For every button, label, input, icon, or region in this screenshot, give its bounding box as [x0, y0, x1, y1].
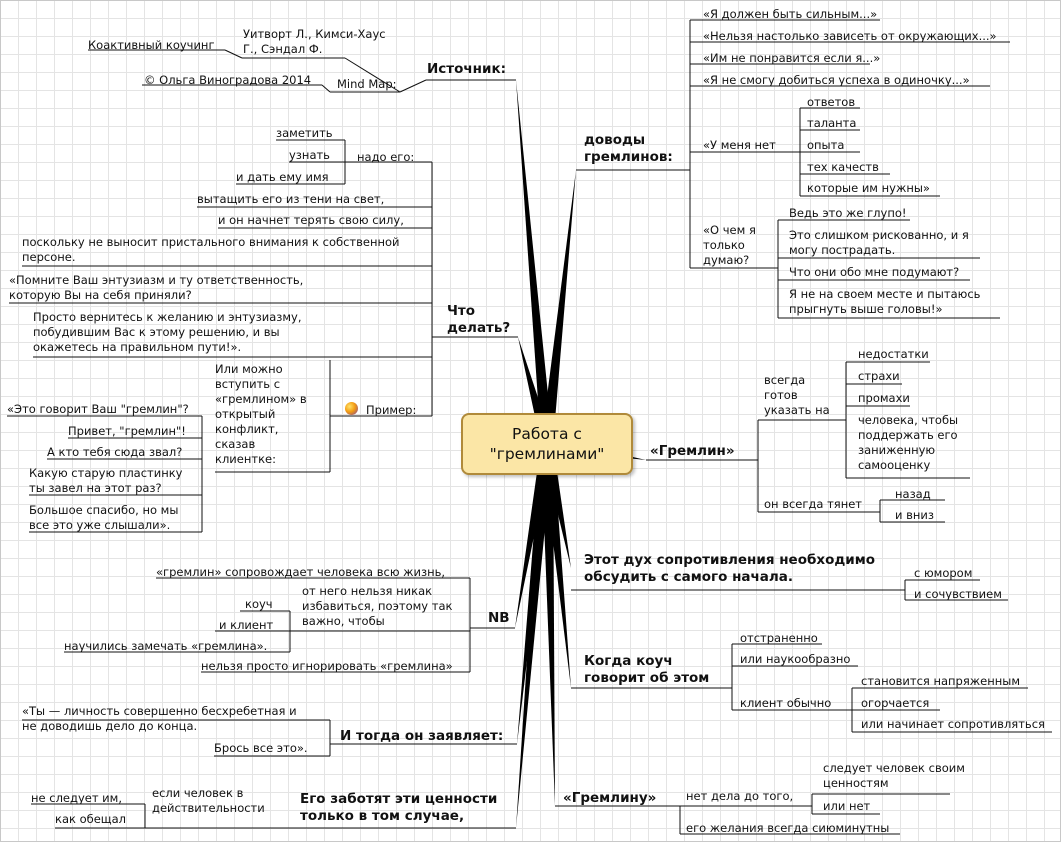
connector	[224, 49, 243, 59]
lack-item[interactable]: которые им нужны»	[807, 181, 930, 195]
arguments-title[interactable]: доводы гремлинов:	[584, 132, 673, 165]
think-item[interactable]: Ведь это же глупо!	[789, 206, 907, 220]
ready-item[interactable]: недостатки	[858, 347, 929, 361]
nb-item[interactable]: «гремлин» сопровождает человека всю жизн…	[156, 565, 446, 579]
client-item[interactable]: огорчается	[861, 696, 930, 710]
main-branch	[516, 443, 553, 828]
think-item[interactable]: Что они обо мне подумают?	[789, 265, 960, 279]
example-label[interactable]: Пример:	[366, 403, 417, 417]
main-branch	[516, 80, 553, 445]
connector	[399, 79, 427, 93]
values-title[interactable]: Его заботят эти ценности только в том сл…	[300, 791, 498, 824]
lack-label[interactable]: «У меня нет	[703, 138, 776, 152]
dialog-item[interactable]: Какую старую пластинку ты завел на этот …	[29, 466, 183, 495]
source-title[interactable]: Источник:	[427, 61, 507, 77]
connector	[321, 84, 331, 93]
what-to-do-title[interactable]: Что делать?	[447, 303, 511, 336]
dialog-item[interactable]: «Это говорит Ваш "гремлин"?	[7, 402, 189, 416]
step-item[interactable]: поскольку не выносит пристального вниман…	[22, 235, 400, 264]
to-gremlin-title[interactable]: «Гремлину»	[563, 790, 657, 806]
ready-item[interactable]: промахи	[858, 391, 910, 405]
gremlin-title[interactable]: «Гремлин»	[650, 443, 735, 459]
main-branch	[541, 170, 576, 445]
pulls-item[interactable]: назад	[895, 487, 931, 501]
must-item[interactable]: заметить	[276, 126, 333, 140]
source-authors[interactable]: Уитворт Л., Кимси-Хаус Г., Сэндал Ф.	[243, 27, 386, 56]
ready-item[interactable]: человека, чтобы поддержать его заниженну…	[858, 413, 959, 472]
desires-label[interactable]: его желания всегда сиюминутны	[686, 821, 890, 835]
example-icon	[345, 402, 358, 415]
client-label[interactable]: клиент обычно	[740, 696, 832, 710]
values-item[interactable]: не следует им,	[31, 791, 122, 805]
claims-title[interactable]: И тогда он заявляет:	[340, 728, 504, 744]
pulls-label[interactable]: он всегда тянет	[764, 497, 862, 511]
values-if-label[interactable]: если человек в действительности	[152, 786, 265, 815]
or-not[interactable]: или нет	[823, 799, 871, 813]
follows-values[interactable]: следует человек своим ценностям	[823, 761, 965, 790]
values-item[interactable]: как обещал	[55, 812, 127, 826]
lack-item[interactable]: тех качеств	[807, 160, 879, 174]
central-topic[interactable]: Работа с "гремлинами"	[461, 413, 633, 475]
ready-item[interactable]: страхи	[858, 369, 900, 383]
source-mindmap-label[interactable]: Mind Map:	[337, 77, 397, 91]
must-item[interactable]: и дать ему имя	[236, 170, 329, 184]
must-item[interactable]: узнать	[289, 148, 330, 162]
main-branch	[541, 443, 555, 806]
nb-who[interactable]: и клиент	[219, 618, 274, 632]
source-copyright[interactable]: © Ольга Виноградова 2014	[144, 73, 312, 87]
source-book[interactable]: Коактивный коучинг	[88, 38, 215, 52]
nb-learned[interactable]: научились замечать «гремлина».	[64, 639, 268, 653]
think-label[interactable]: «О чем я только думаю?	[703, 223, 756, 267]
claims-quit[interactable]: Брось все это».	[214, 741, 308, 755]
coach-manner[interactable]: или наукообразно	[740, 652, 851, 666]
client-item[interactable]: становится напряженным	[861, 674, 1021, 688]
quote-return[interactable]: Просто вернитесь к желанию и энтузиазму,…	[33, 310, 302, 354]
nb-item[interactable]: от него нельзя никак избавиться, поэтому…	[302, 584, 453, 628]
dialog-item[interactable]: А кто тебя сюда звал?	[47, 445, 183, 459]
think-item[interactable]: Я не на своем месте и пытаюсь прыгнуть в…	[789, 287, 981, 316]
nb-item[interactable]: нельзя просто игнорировать «гремлина»	[201, 659, 453, 673]
argument-item[interactable]: «Я должен быть сильным...»	[703, 7, 878, 21]
dialog-item[interactable]: Привет, "гремлин"!	[68, 424, 186, 438]
must-label[interactable]: надо его:	[357, 150, 415, 164]
lack-item[interactable]: опыта	[807, 138, 845, 152]
connector	[344, 57, 401, 93]
nb-who[interactable]: коуч	[245, 597, 273, 611]
no-matter-label[interactable]: нет дела до того,	[686, 789, 794, 803]
claims-quote[interactable]: «Ты — личность совершенно бесхребетная и…	[22, 704, 297, 733]
resistance-title[interactable]: Этот дух сопротивления необходимо обсуди…	[584, 552, 876, 585]
example-text[interactable]: Или можно вступить с «гремлином» в откры…	[215, 362, 307, 466]
coach-manner[interactable]: отстраненно	[740, 631, 818, 645]
dialog-item[interactable]: Большое спасибо, но мы все это уже слыша…	[29, 503, 179, 532]
lack-item[interactable]: таланта	[807, 116, 857, 130]
pulls-item[interactable]: и вниз	[895, 508, 935, 522]
resistance-item[interactable]: и сочувствием	[914, 587, 1002, 601]
central-topic-label: Работа с "гремлинами"	[489, 425, 605, 463]
argument-item[interactable]: «Нельзя настолько зависеть от окружающих…	[703, 29, 997, 43]
argument-item[interactable]: «Им не понравится если я...»	[703, 51, 881, 65]
step-item[interactable]: и он начнет терять свою силу,	[218, 213, 404, 227]
resistance-item[interactable]: с юмором	[914, 566, 973, 580]
quote-enthusiasm[interactable]: «Помните Ваш энтузиазм и ту ответственно…	[9, 273, 304, 302]
coach-title[interactable]: Когда коуч говорит об этом	[584, 653, 710, 686]
think-item[interactable]: Это слишком рискованно, и я могу пострад…	[789, 228, 969, 257]
lack-item[interactable]: ответов	[807, 95, 856, 109]
step-item[interactable]: вытащить его из тени на свет,	[197, 192, 385, 206]
client-item[interactable]: или начинает сопротивляться	[861, 717, 1045, 731]
argument-item[interactable]: «Я не смогу добиться успеха в одиночку..…	[703, 73, 970, 87]
nb-title[interactable]: NB	[488, 610, 510, 626]
ready-label[interactable]: всегда готов указать на	[764, 373, 830, 417]
